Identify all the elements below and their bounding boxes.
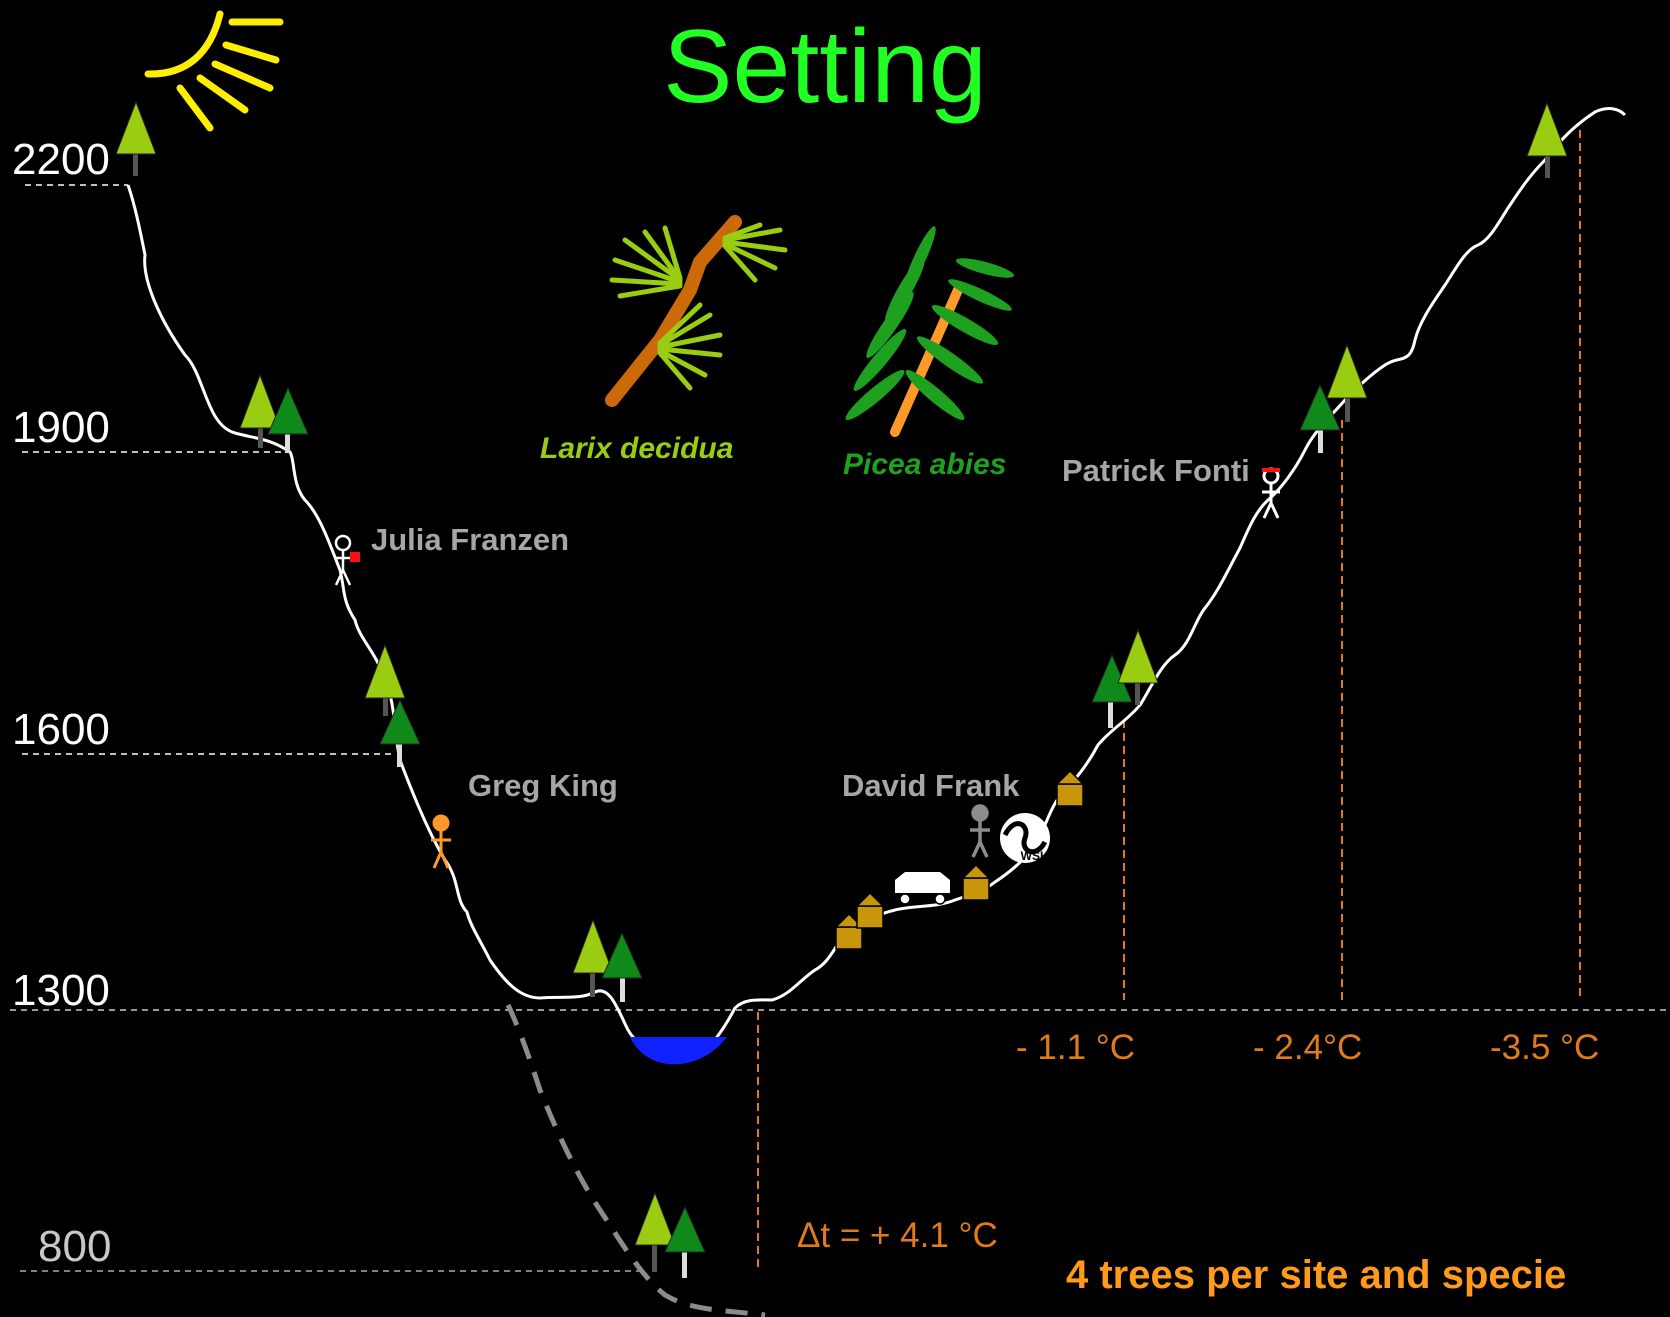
person-label-greg: Greg King bbox=[468, 768, 618, 803]
person-label-david: David Frank bbox=[842, 768, 1020, 803]
elevation-gridlines bbox=[10, 184, 1670, 1272]
tree-1300-valley bbox=[572, 918, 643, 1002]
person-greg-icon bbox=[431, 814, 451, 869]
larix-branch-icon bbox=[605, 215, 788, 407]
wsl-logo-text: WSL bbox=[1021, 849, 1048, 863]
elevation-label-1600: 1600 bbox=[12, 705, 110, 754]
tree-2200-right bbox=[1526, 101, 1568, 178]
elevation-label-1900: 1900 bbox=[12, 403, 110, 452]
footer-note: 4 trees per site and specie bbox=[1066, 1253, 1567, 1297]
elevation-label-800: 800 bbox=[38, 1222, 112, 1271]
house-icon bbox=[961, 863, 991, 901]
person-label-patrick: Patrick Fonti bbox=[1062, 453, 1250, 488]
person-label-julia: Julia Franzen bbox=[371, 522, 570, 557]
low-site-path bbox=[505, 1003, 766, 1317]
houses bbox=[834, 769, 1085, 950]
tree-1900-left bbox=[239, 373, 309, 453]
tree-1600-left bbox=[364, 643, 421, 767]
elevation-label-2200: 2200 bbox=[12, 135, 110, 184]
sun-icon bbox=[144, 10, 284, 132]
house-icon bbox=[855, 891, 885, 929]
temperature-label-1900: - 2.4°C bbox=[1253, 1028, 1363, 1067]
temperature-label-1600: - 1.1 °C bbox=[1016, 1028, 1136, 1067]
temperature-label-2200: -3.5 °C bbox=[1490, 1028, 1600, 1067]
tree-1900-right bbox=[1299, 343, 1368, 453]
car-icon bbox=[895, 872, 950, 905]
species-label-picea: Picea abies bbox=[843, 448, 1007, 481]
page-title: Setting bbox=[663, 9, 987, 125]
person-david-icon bbox=[970, 804, 990, 858]
tree-1600-right bbox=[1091, 628, 1159, 728]
tree-2200-left bbox=[115, 100, 157, 176]
delta-t-label: Δt = + 4.1 °C bbox=[797, 1216, 998, 1255]
person-julia-icon bbox=[334, 534, 360, 586]
temperature-markers bbox=[757, 130, 1581, 1268]
species-label-larix: Larix decidua bbox=[540, 432, 734, 465]
person-patrick-icon bbox=[1262, 467, 1280, 519]
picea-branch-icon bbox=[845, 226, 1015, 437]
tree-800-low bbox=[634, 1191, 706, 1278]
lake bbox=[630, 1037, 727, 1065]
house-icon bbox=[1055, 769, 1085, 807]
house-icon bbox=[834, 912, 864, 950]
wsl-logo: WSL bbox=[1000, 813, 1050, 863]
elevation-label-1300: 1300 bbox=[12, 966, 110, 1015]
